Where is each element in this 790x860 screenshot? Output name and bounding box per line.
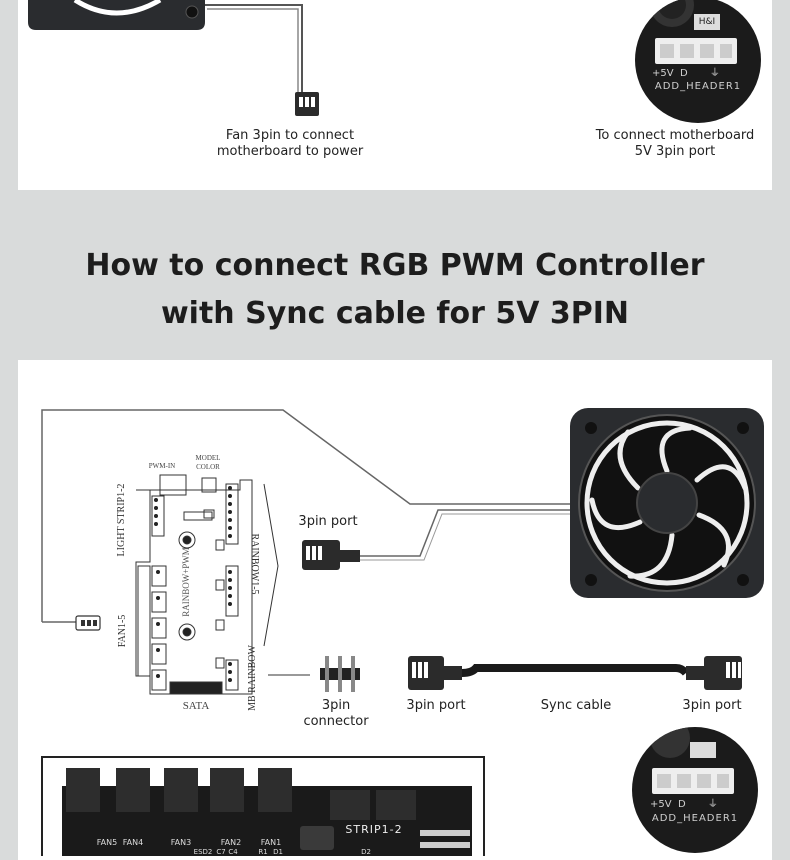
pcb-label-fan3: FAN3 [170, 838, 192, 847]
model-label: MODEL [195, 454, 221, 462]
pcb-label-esd2: ESD2 [193, 848, 213, 856]
bottom-mb-header-label: ADD_HEADER1 [651, 813, 739, 824]
mb-caption-line1: To connect motherboard [595, 128, 755, 143]
mb-rainbow-label: MB RAINBOW [247, 645, 258, 711]
3pin-connector-icon [320, 656, 360, 692]
top-mb-pins-label: +5V D ⏚ [652, 68, 720, 79]
controller-pcb-photo [41, 756, 485, 856]
board-pins [154, 486, 232, 682]
controller-board [135, 474, 279, 695]
fan-caption-line2: motherboard to power [216, 144, 364, 159]
fan-1-5-label: FAN1-5 [117, 614, 128, 648]
bottom-mb-pins-label: +5V D ⏚ [650, 799, 718, 810]
sync-cable-label: Sync cable [540, 698, 612, 713]
bottom-mb-header-icon [632, 727, 758, 853]
3pin-port-left-label: 3pin port [406, 698, 466, 713]
fan-plug-icon [75, 615, 101, 631]
pcb-label-d1: D1 [273, 848, 283, 856]
mb-caption: To connect motherboard 5V 3pin port [575, 128, 775, 160]
3pin-connector-label-line2: connector [303, 714, 369, 729]
top-3pin-plug-icon [295, 92, 319, 116]
top-fan-cable [205, 4, 303, 92]
rainbow-pwm-label: RAINBOW+PWM [181, 547, 191, 617]
light-strip-label: LIGHT STRIP1-2 [116, 483, 127, 557]
fan-caption-line1: Fan 3pin to connect [225, 128, 355, 143]
top-fan-icon [28, 0, 205, 30]
pcb-label-c4: C4 [228, 848, 238, 856]
fan-cable-loop [41, 409, 575, 622]
page-title-line2: with Sync cable for 5V 3PIN [160, 296, 630, 331]
pcb-label-r1: R1 [258, 848, 268, 856]
3pin-port-top-icon [302, 540, 360, 570]
pwm-in-label: PWM-IN [148, 462, 176, 470]
pcb-label-c7: C7 [216, 848, 226, 856]
3pin-port-right-label: 3pin port [682, 698, 742, 713]
3pin-connector-label-line1: 3pin [321, 698, 351, 713]
3pin-connector-label: 3pin connector [296, 698, 376, 730]
fan-caption: Fan 3pin to connect motherboard to power [190, 128, 390, 160]
pcb-label-fan4: FAN4 [122, 838, 144, 847]
fan-to-3pin-cable [360, 509, 575, 557]
pcb-label-d2: D2 [361, 848, 371, 856]
top-mb-badge: H&I [698, 17, 716, 27]
top-mb-header-icon [635, 0, 761, 123]
sata-label: SATA [182, 700, 210, 712]
3pin-port-top-label: 3pin port [298, 514, 358, 529]
mb-caption-line2: 5V 3pin port [634, 144, 716, 159]
color-label: COLOR [196, 463, 220, 471]
page-title-line1: How to connect RGB PWM Controller [85, 248, 705, 283]
rainbow-1-5-label: RAINBOW1-5 [249, 533, 260, 595]
pcb-label-fan2: FAN2 [220, 838, 242, 847]
pcb-label-strip: STRIP1-2 [345, 823, 403, 836]
fan-icon [570, 408, 764, 598]
sync-cable-icon [408, 656, 742, 690]
top-mb-header-label: ADD_HEADER1 [654, 81, 742, 92]
pcb-label-fan1: FAN1 [260, 838, 282, 847]
pcb-label-fan5: FAN5 [96, 838, 118, 847]
